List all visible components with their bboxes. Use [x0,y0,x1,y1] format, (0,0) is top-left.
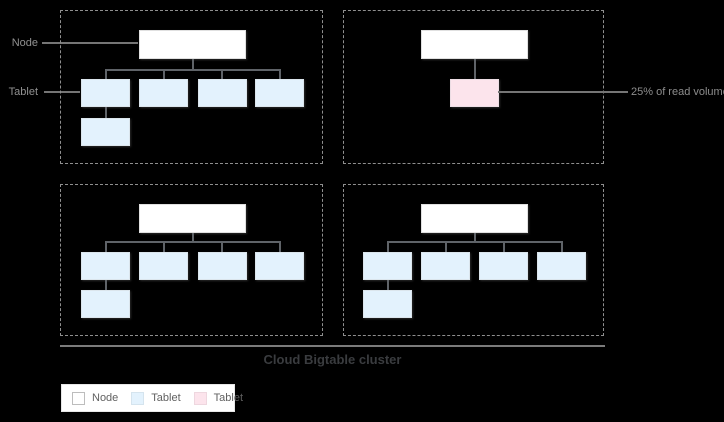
connector-line [221,69,223,79]
tablet-box [255,252,304,280]
tablet-swatch-icon [131,391,145,405]
legend-label: Node [92,392,119,404]
connector-line [387,241,389,252]
connector-line [105,107,107,118]
legend-label: Tablet [151,392,181,404]
node-callout-label: Node [11,37,38,49]
legend: Node Tablet Tablet [61,384,243,412]
connector-line [387,241,561,243]
connector-line [279,69,281,79]
tablet-box [198,252,247,280]
connector-line [192,59,194,69]
tablet-box [81,79,130,107]
node-group-top-right [343,10,604,164]
connector-line [445,241,447,252]
tablet-box [139,79,188,107]
legend-item-tablet: Tablet [131,391,181,405]
legend-item-node: Node [72,391,119,405]
connector-line [105,69,107,79]
hot-tablet-swatch-icon [193,391,207,405]
node-box [139,204,246,233]
tablet-box [255,79,304,107]
node-box [421,30,528,59]
cluster-caption: Cloud Bigtable cluster [263,352,402,367]
tablet-box [81,118,130,146]
connector-line [105,241,280,243]
connector-line [163,69,165,79]
tablet-box [421,252,470,280]
connector-line [474,59,476,79]
connector-line [474,233,476,241]
read-volume-label: 25% of read volume [631,86,724,98]
legend-item-hot-tablet: Tablet [193,391,244,405]
connector-line [105,241,107,252]
node-callout-leader-line [42,42,138,44]
legend-label: Tablet [213,392,244,404]
tablet-box [363,290,412,318]
hot-tablet-box [450,79,499,107]
tablet-callout-label: Tablet [8,86,38,98]
tablet-box [198,79,247,107]
node-group-bottom-right [343,184,604,336]
node-box [139,30,246,59]
node-group-bottom-left [60,184,323,336]
connector-line [163,241,165,252]
cluster-separator-line [60,345,605,347]
tablet-box [81,290,130,318]
connector-line [503,241,505,252]
node-swatch-icon [72,391,85,405]
tablet-box [537,252,586,280]
connector-line [221,241,223,252]
tablet-box [363,252,412,280]
connector-line [279,241,281,252]
connector-line [105,69,280,71]
node-box [421,204,528,233]
read-volume-leader-line [498,91,628,93]
node-group-top-left [60,10,323,164]
tablet-box [139,252,188,280]
connector-line [192,233,194,241]
tablet-box [81,252,130,280]
tablet-callout-leader-line [44,91,80,93]
connector-line [561,241,563,252]
connector-line [387,280,389,290]
tablet-box [479,252,528,280]
connector-line [105,280,107,290]
